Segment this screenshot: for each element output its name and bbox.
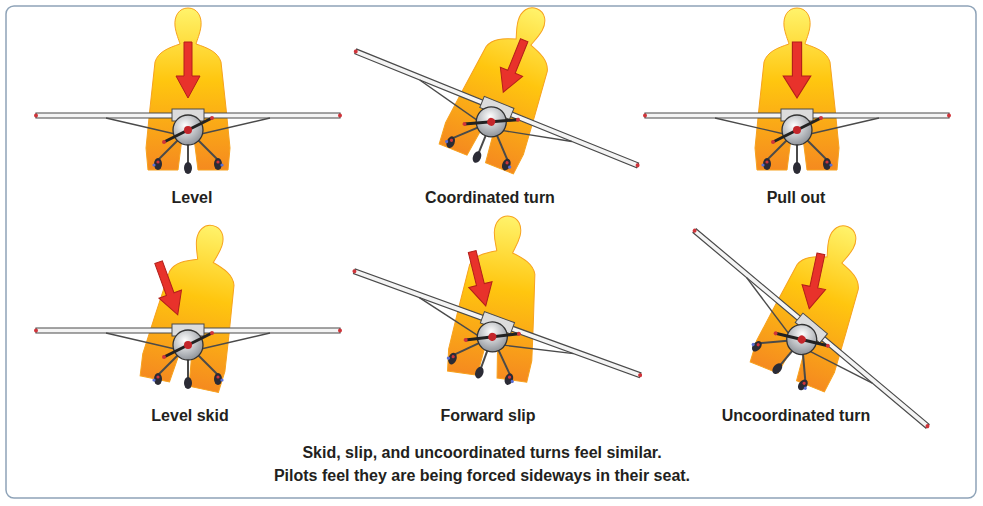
level-skid-figure xyxy=(34,217,342,393)
caption-line: Skid, slip, and uncoordinated turns feel… xyxy=(302,443,661,463)
level-figure xyxy=(34,8,342,174)
forward-slip-figure xyxy=(333,210,645,431)
panel-label: Pull out xyxy=(767,188,826,208)
uncoordinated-turn-figure xyxy=(655,211,933,472)
caption-line: Pilots feel they are being forced sidewa… xyxy=(274,466,690,486)
panel-label: Uncoordinated turn xyxy=(722,406,870,426)
panel-label: Coordinated turn xyxy=(425,188,555,208)
panel-label: Forward slip xyxy=(440,406,535,426)
pull-out-figure xyxy=(643,8,951,174)
coordinated-turn-figure xyxy=(332,0,680,220)
panel-label: Level skid xyxy=(151,406,228,426)
panel-label: Level xyxy=(172,188,213,208)
